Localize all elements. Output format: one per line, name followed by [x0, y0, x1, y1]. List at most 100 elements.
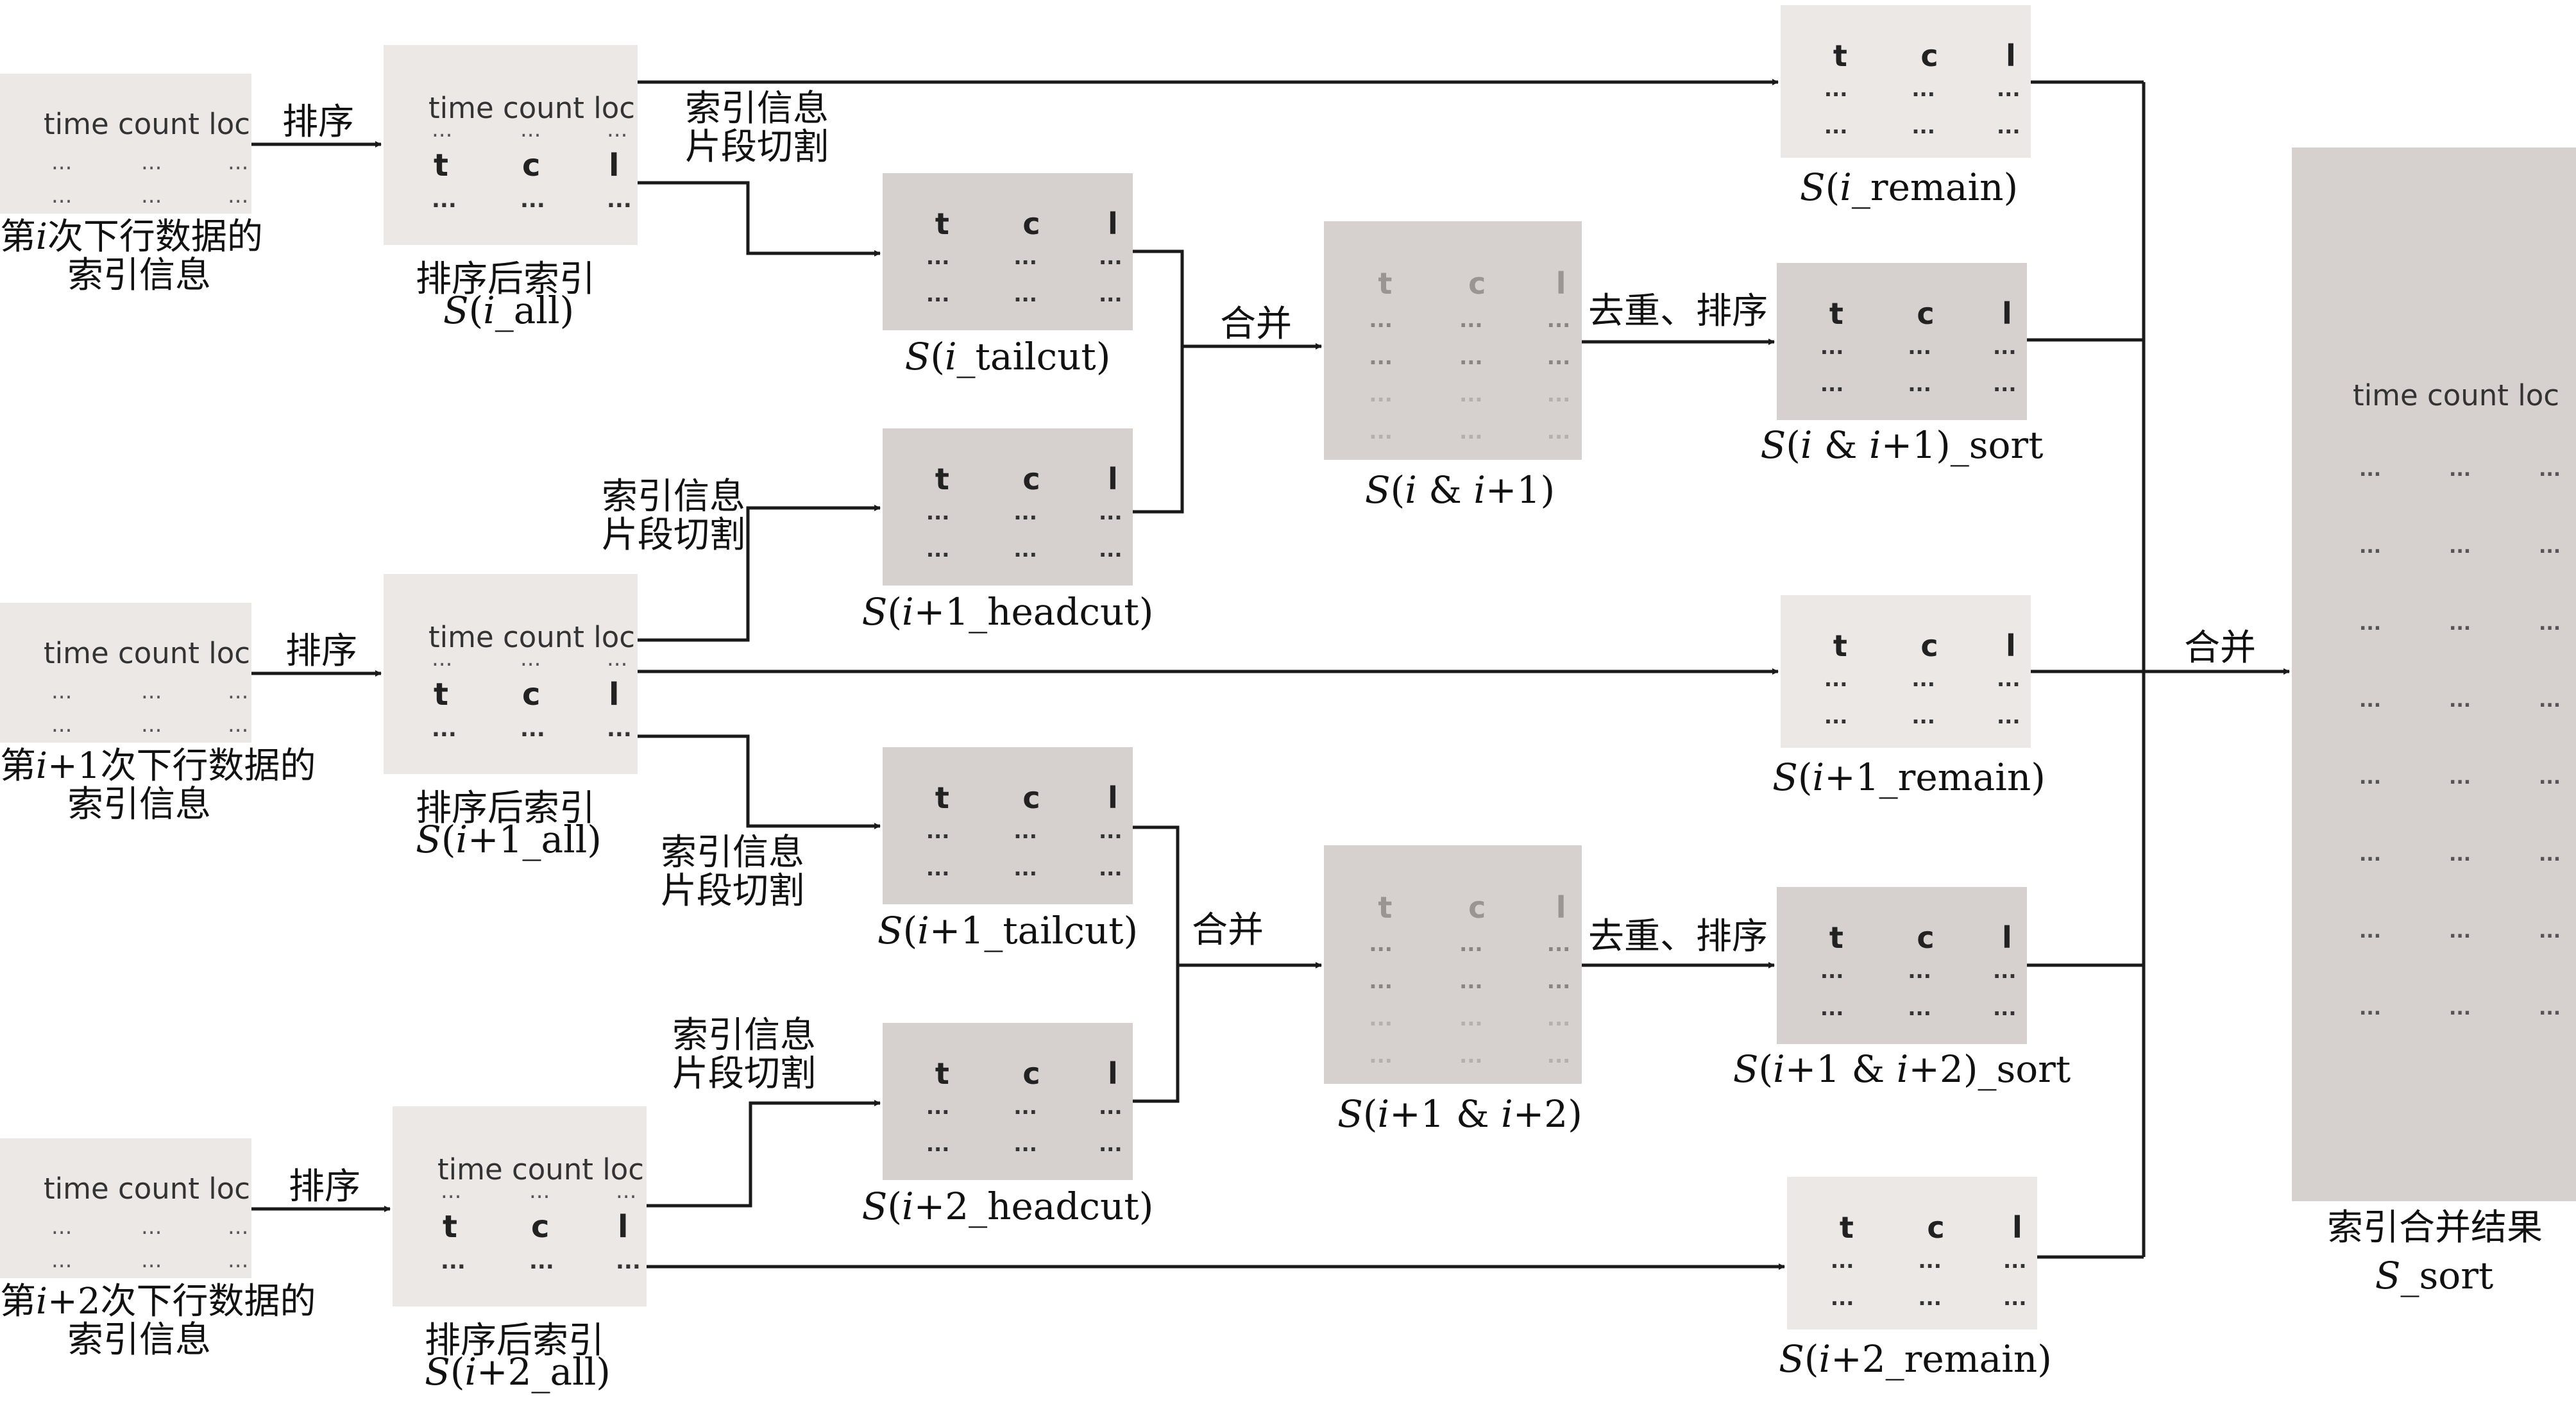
ellipsis-cell: ... — [2003, 1249, 2027, 1273]
ellipsis-cell: ... — [432, 117, 453, 142]
ellipsis-cell: ... — [1099, 1095, 1123, 1119]
ellipsis-cell: ... — [1013, 537, 1037, 562]
ellipsis-cell: ... — [2449, 459, 2471, 481]
ellipsis-cell: ... — [926, 1095, 950, 1119]
ellipsis-cell: ... — [520, 646, 541, 671]
ellipsis-cell: ... — [1546, 1043, 1571, 1068]
ellipsis-cell: ... — [1997, 114, 2021, 139]
ellipsis-cell: ... — [2359, 536, 2382, 558]
ellipsis-cell: ... — [1820, 996, 1844, 1020]
ellipsis-cell: ... — [1820, 959, 1844, 983]
ellipsis-cell: ... — [2449, 997, 2471, 1020]
ellipsis-cell: ... — [1908, 996, 1931, 1020]
short-header-cell: t — [1378, 890, 1393, 925]
ellipsis-cell: ... — [1459, 382, 1483, 407]
short-header-cell: c — [1022, 780, 1040, 815]
ellipsis-cell: ... — [607, 716, 632, 742]
sorted-index-label: 排序后索引 — [416, 258, 595, 300]
cut-arrow — [638, 181, 881, 257]
short-header-cell: c — [1022, 1056, 1040, 1091]
ellipsis-cell: ... — [2449, 843, 2471, 866]
short-header-cell: t — [1833, 38, 1847, 73]
ellipsis-cell: ... — [1459, 932, 1483, 956]
ellipsis-cell: ... — [2449, 536, 2471, 558]
ellipsis-cell: ... — [1369, 1043, 1393, 1068]
ellipsis-cell: ... — [1993, 959, 2017, 983]
ellipsis-cell: ... — [1459, 969, 1483, 993]
column-header: time count loc — [428, 620, 636, 654]
column-header: time count loc — [44, 107, 251, 141]
ellipsis-cell: ... — [1546, 419, 1571, 444]
ellipsis-cell: ... — [1013, 856, 1037, 881]
ellipsis-cell: ... — [1546, 382, 1571, 407]
ellipsis-cell: ... — [1824, 114, 1848, 139]
short-header-cell: l — [618, 1209, 629, 1245]
ellipsis-cell: ... — [1830, 1249, 1854, 1273]
ellipsis-cell: ... — [432, 716, 457, 742]
remain-name: S(i+1_remain) — [1772, 755, 2046, 799]
short-header-cell: l — [2006, 629, 2016, 663]
ellipsis-cell: ... — [441, 1249, 466, 1274]
dedup-sort-name: S(i & i+1)_sort — [1760, 423, 2044, 467]
ellipsis-cell: ... — [2539, 536, 2561, 558]
ellipsis-cell: ... — [2359, 920, 2382, 943]
ellipsis-cell: ... — [141, 679, 162, 704]
ellipsis-cell: ... — [1824, 667, 1848, 691]
ellipsis-cell: ... — [2359, 689, 2382, 712]
ellipsis-cell: ... — [228, 679, 249, 704]
ellipsis-cell: ... — [2539, 843, 2561, 866]
ellipsis-cell: ... — [1911, 77, 1935, 101]
short-header-cell: l — [2006, 38, 2016, 73]
short-header-cell: t — [1829, 920, 1843, 955]
merge-step-label: 合并 — [1192, 909, 1264, 951]
ellipsis-cell: ... — [2359, 766, 2382, 789]
short-header-cell: t — [935, 1056, 949, 1091]
ellipsis-cell: ... — [926, 1132, 950, 1156]
dedup-sort-name: S(i+1 & i+2)_sort — [1733, 1047, 2071, 1091]
short-header-cell: t — [1829, 296, 1843, 331]
ellipsis-cell: ... — [1099, 537, 1123, 562]
ellipsis-cell: ... — [1369, 419, 1393, 444]
ellipsis-cell: ... — [607, 117, 628, 142]
ellipsis-cell: ... — [926, 245, 950, 269]
ellipsis-cell: ... — [529, 1249, 554, 1274]
short-header-cell: c — [522, 148, 541, 183]
ellipsis-cell: ... — [1369, 932, 1393, 956]
ellipsis-cell: ... — [1993, 335, 2017, 359]
sorted-index-label: 排序后索引 — [416, 788, 595, 829]
ellipsis-cell: ... — [228, 1247, 249, 1273]
ellipsis-cell: ... — [2449, 920, 2471, 943]
ellipsis-cell: ... — [1918, 1249, 1942, 1273]
ellipsis-cell: ... — [520, 716, 545, 742]
short-header-cell: t — [935, 207, 949, 241]
sort-step-label: 排序 — [289, 1166, 360, 1208]
input-caption: 第i+1次下行数据的索引信息 — [0, 745, 316, 825]
ellipsis-cell: ... — [141, 1214, 162, 1240]
ellipsis-cell: ... — [520, 187, 545, 213]
ellipsis-cell: ... — [1369, 345, 1393, 369]
ellipsis-cell: ... — [2449, 689, 2471, 712]
ellipsis-cell: ... — [1369, 969, 1393, 993]
ellipsis-cell: ... — [228, 149, 249, 175]
ellipsis-cell: ... — [1830, 1286, 1854, 1310]
short-header-cell: t — [935, 462, 949, 496]
ellipsis-cell: ... — [441, 1178, 462, 1204]
final-result-name: S_sort — [2375, 1254, 2494, 1297]
sorted-index-label: 排序后索引 — [425, 1320, 604, 1362]
ellipsis-cell: ... — [1099, 245, 1123, 269]
ellipsis-cell: ... — [2359, 612, 2382, 635]
ellipsis-cell: ... — [1013, 500, 1037, 525]
column-header: time count loc — [44, 636, 251, 670]
short-header-cell: c — [1022, 207, 1040, 241]
ellipsis-cell: ... — [1824, 77, 1848, 101]
ellipsis-cell: ... — [1459, 345, 1483, 369]
ellipsis-cell: ... — [141, 1247, 162, 1273]
ellipsis-cell: ... — [529, 1178, 550, 1204]
